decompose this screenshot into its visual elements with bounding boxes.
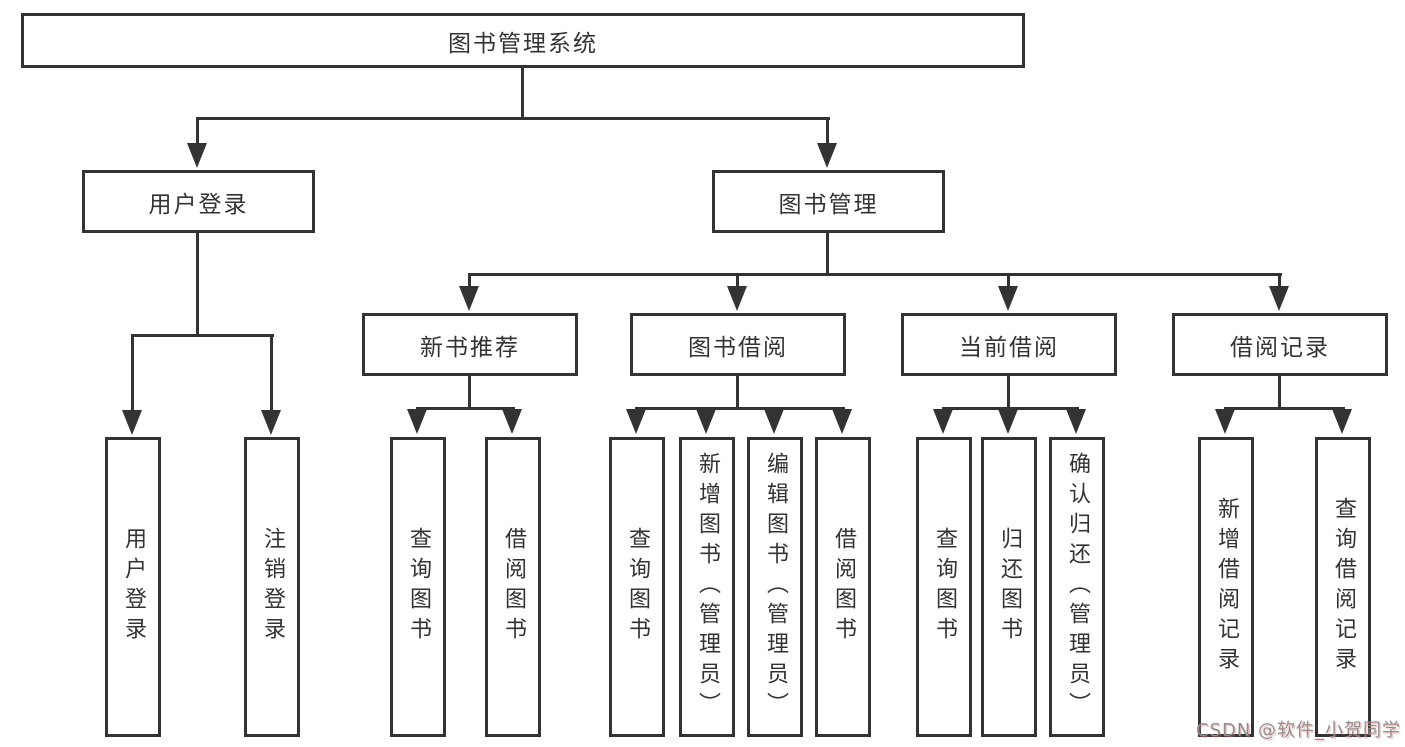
leaf-bb-add-books: 新增图书（管理员） — [679, 437, 735, 737]
connector-book-borrow-stub — [736, 276, 739, 287]
leaf-nb-query-books-label: 查询图书 — [406, 527, 431, 647]
connector-current-borrow-down — [1007, 376, 1010, 409]
leaf-br-add-record: 新增借阅记录 — [1198, 437, 1254, 737]
leaf-user-login-label: 用户登录 — [121, 527, 146, 647]
root-node-library-system: 图书管理系统 — [21, 13, 1025, 68]
node-current-borrow-label: 当前借阅 — [959, 334, 1059, 361]
leaf-cb-query-books-label: 查询图书 — [932, 527, 957, 647]
arrowhead-nb-borrow — [502, 409, 522, 434]
leaf-user-login: 用户登录 — [105, 437, 161, 737]
leaf-bb-borrow-books: 借阅图书 — [815, 437, 871, 737]
leaf-bb-borrow-books-label: 借阅图书 — [831, 527, 856, 647]
node-new-books: 新书推荐 — [362, 313, 578, 376]
arrowhead-cb-confirm — [1066, 409, 1086, 434]
arrowhead-bb-borrow — [832, 409, 852, 434]
leaf-nb-borrow-books: 借阅图书 — [485, 437, 541, 737]
csdn-watermark: CSDN @软件_小贺同学 — [1195, 720, 1401, 741]
connector-login-leaf-stub — [131, 334, 134, 411]
node-user-login: 用户登录 — [82, 170, 315, 233]
node-book-mgmt-label: 图书管理 — [778, 191, 879, 218]
connector-logout-leaf-stub — [270, 334, 273, 411]
connector-book-mgmt-stub — [826, 120, 829, 143]
arrowhead-current-borrow — [998, 286, 1018, 311]
leaf-logout-label: 注销登录 — [260, 527, 285, 647]
connector-borrow-records-stub — [1278, 276, 1281, 287]
leaf-br-add-record-label: 新增借阅记录 — [1214, 497, 1239, 677]
arrowhead-bb-query — [626, 409, 646, 434]
leaf-cb-query-books: 查询图书 — [916, 437, 972, 737]
arrowhead-login-leaf — [122, 410, 142, 435]
connector-book-borrow-rail — [635, 407, 845, 410]
connector-book-borrow-down — [736, 376, 739, 409]
leaf-cb-return-books-label: 归还图书 — [997, 527, 1022, 647]
arrowhead-user-login — [187, 143, 207, 168]
arrowhead-cb-return — [998, 409, 1018, 434]
leaf-cb-confirm-return: 确认归还（管理员） — [1049, 437, 1105, 737]
connector-current-borrow-rail — [942, 407, 1079, 410]
connector-new-books-stub — [468, 276, 471, 287]
connector-root-stub — [521, 68, 524, 117]
connector-current-borrow-stub — [1007, 276, 1010, 287]
node-book-borrow-label: 图书借阅 — [688, 334, 788, 361]
root-node-label: 图书管理系统 — [448, 30, 598, 57]
leaf-cb-confirm-return-label: 确认归还（管理员） — [1065, 452, 1090, 722]
connector-user-login-rail — [131, 334, 274, 337]
connector-book-mgmt-down — [826, 233, 829, 275]
arrowhead-bb-add — [696, 409, 716, 434]
leaf-bb-query-books-label: 查询图书 — [625, 527, 650, 647]
connector-level2-rail — [196, 117, 830, 120]
node-user-login-label: 用户登录 — [148, 191, 249, 218]
node-current-borrow: 当前借阅 — [901, 313, 1117, 376]
connector-user-login-down — [196, 233, 199, 337]
arrowhead-br-add — [1215, 409, 1235, 434]
arrowhead-book-borrow — [727, 286, 747, 311]
connector-borrow-records-rail — [1224, 407, 1345, 410]
node-new-books-label: 新书推荐 — [420, 334, 520, 361]
leaf-bb-edit-books: 编辑图书（管理员） — [747, 437, 803, 737]
connector-new-books-down — [468, 376, 471, 409]
leaf-br-query-record: 查询借阅记录 — [1315, 437, 1371, 737]
arrowhead-bb-edit — [764, 409, 784, 434]
arrowhead-nb-query — [407, 409, 427, 434]
leaf-nb-borrow-books-label: 借阅图书 — [501, 527, 526, 647]
connector-level3-rail — [468, 273, 1282, 276]
arrowhead-logout-leaf — [261, 410, 281, 435]
leaf-br-query-record-label: 查询借阅记录 — [1331, 497, 1356, 677]
arrowhead-cb-query — [933, 409, 953, 434]
node-borrow-records-label: 借阅记录 — [1230, 334, 1330, 361]
node-book-mgmt: 图书管理 — [712, 170, 945, 233]
leaf-bb-query-books: 查询图书 — [609, 437, 665, 737]
connector-borrow-records-down — [1278, 376, 1281, 409]
connector-new-books-rail — [416, 407, 515, 410]
arrowhead-borrow-records — [1269, 286, 1289, 311]
connector-user-login-stub — [196, 120, 199, 143]
leaf-bb-add-books-label: 新增图书（管理员） — [695, 452, 720, 722]
node-book-borrow: 图书借阅 — [630, 313, 846, 376]
leaf-cb-return-books: 归还图书 — [981, 437, 1037, 737]
node-borrow-records: 借阅记录 — [1172, 313, 1388, 376]
leaf-nb-query-books: 查询图书 — [390, 437, 446, 737]
leaf-bb-edit-books-label: 编辑图书（管理员） — [763, 452, 788, 722]
arrowhead-br-query — [1332, 409, 1352, 434]
arrowhead-book-mgmt — [817, 143, 837, 168]
leaf-logout: 注销登录 — [244, 437, 300, 737]
arrowhead-new-books — [459, 286, 479, 311]
